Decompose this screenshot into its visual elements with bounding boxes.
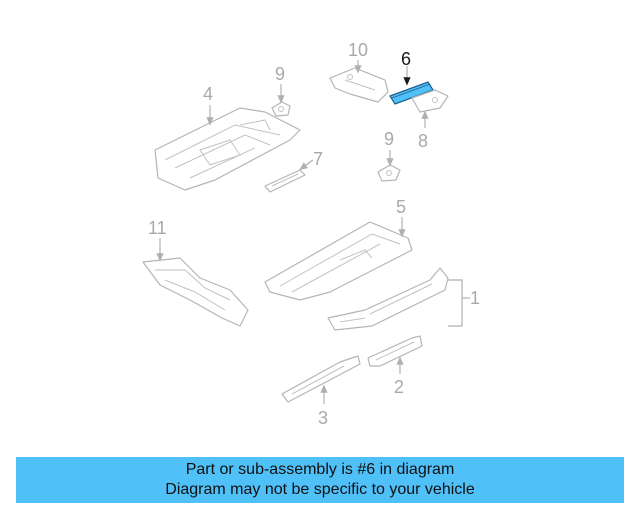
callout-7: 7 <box>313 149 323 169</box>
part-10-bracket <box>329 67 389 103</box>
part-6-highlighted <box>389 81 434 105</box>
banner-line-disclaimer: Diagram may not be specific to your vehi… <box>165 481 475 498</box>
parts-diagram: 4 9 7 10 6 8 9 <box>142 40 480 428</box>
leader-1 <box>448 279 463 327</box>
part-2-reinforcement <box>367 335 423 367</box>
part-7-bracket <box>264 169 306 193</box>
part-9-upper-clip <box>271 101 291 117</box>
callout-5: 5 <box>396 197 406 217</box>
part-4-floor-pan <box>154 107 301 191</box>
part-1-sill <box>327 267 449 331</box>
part-9-lower-clip <box>377 164 401 182</box>
callout-1: 1 <box>470 288 480 308</box>
callout-6: 6 <box>401 49 411 69</box>
part-5-floor-pan <box>264 221 413 301</box>
callout-8: 8 <box>418 131 428 151</box>
part-11-rail <box>142 257 249 327</box>
callout-2: 2 <box>394 377 404 397</box>
callout-11: 11 <box>148 218 167 238</box>
part-8-bracket <box>411 89 449 113</box>
callout-9-upper: 9 <box>275 64 285 84</box>
callout-9-lower: 9 <box>384 129 394 149</box>
callout-3: 3 <box>318 408 328 428</box>
leader-7 <box>299 159 314 171</box>
callout-10: 10 <box>348 40 368 60</box>
part-3-reinforcement <box>281 355 361 403</box>
banner-line-part-number: Part or sub-assembly is #6 in diagram <box>185 461 455 478</box>
part-info-banner: Part or sub-assembly is #6 in diagram Di… <box>16 457 624 503</box>
callout-4: 4 <box>203 84 213 104</box>
